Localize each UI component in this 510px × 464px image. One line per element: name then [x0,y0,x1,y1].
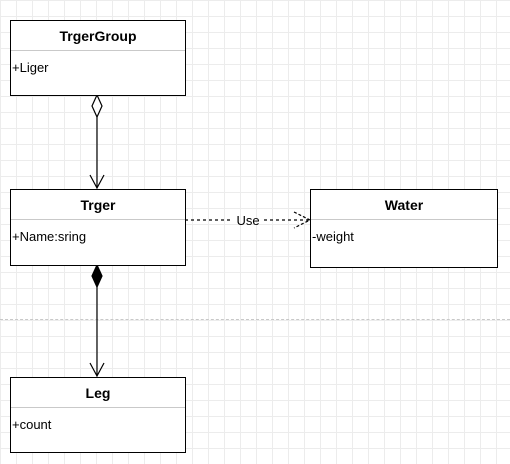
class-leg-name: Leg [11,378,185,408]
class-trger-attribute: +Name:sring [12,229,87,244]
aggregation-link[interactable] [89,93,105,190]
class-trger-name: Trger [11,190,185,220]
aggregation-diamond [91,93,103,119]
class-leg[interactable]: Leg +count [10,377,186,453]
class-trgergroup-name: TrgerGroup [11,21,185,51]
class-water-name: Water [311,190,497,220]
class-water-attribute: -weight [312,229,354,244]
class-trger[interactable]: Trger +Name:sring [10,189,186,266]
class-leg-attribute: +count [12,417,52,432]
dependency-label: Use [236,213,259,228]
composition-arrowhead [89,362,105,378]
composition-link[interactable] [89,263,105,378]
composition-diamond [91,263,103,289]
page-divider [0,319,510,320]
class-trgergroup-attribute: +Liger [12,60,49,75]
class-trgergroup[interactable]: TrgerGroup +Liger [10,20,186,96]
aggregation-arrowhead [89,174,105,190]
class-water[interactable]: Water -weight [310,189,498,268]
